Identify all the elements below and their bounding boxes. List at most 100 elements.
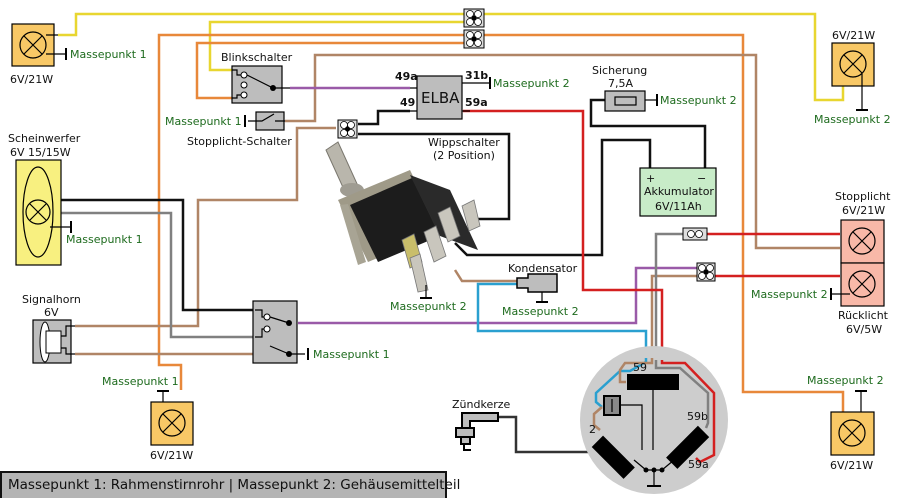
- elba: ELBA 49a 49 31b 59a Massepunkt 2: [395, 69, 570, 120]
- ground-label: Massepunkt 2: [807, 374, 884, 387]
- coil-2-icon: [591, 435, 635, 479]
- component-label: Scheinwerfer: [8, 132, 81, 145]
- wire-orange-rear-left: [157, 33, 468, 390]
- pin-label: 31b: [465, 69, 488, 82]
- pin-label: 59a: [465, 96, 488, 109]
- lichtschalter: Massepunkt 1: [252, 300, 390, 364]
- lamp-icon: [838, 419, 866, 447]
- pin-label: 2: [589, 423, 596, 436]
- fuse-icon: [614, 96, 637, 106]
- blinkschalter: Blinkschalter: [221, 51, 293, 104]
- rating-label: 7,5A: [608, 77, 633, 90]
- ground-label: Massepunkt 1: [165, 115, 242, 128]
- ground-label: Massepunkt 2: [751, 288, 828, 301]
- wire-grey-headlight: [52, 211, 255, 339]
- lamp-icon: [848, 227, 876, 255]
- lichtmaschine: 59 2 59b 59a: [580, 346, 728, 494]
- lamp-icon: [839, 50, 867, 78]
- component-label: Signalhorn: [22, 293, 81, 306]
- wire-yellow-blinkschalter: [208, 20, 468, 72]
- stopplicht: Stopplicht 6V/21W: [835, 190, 891, 264]
- component-label: ELBA: [421, 89, 460, 107]
- zuendkerze: Zündkerze: [452, 398, 511, 451]
- blinker-rear-left: Massepunkt 1 6V/21W: [102, 375, 194, 462]
- connector-double-stopplicht: [682, 227, 708, 241]
- stopplicht-schalter: Massepunkt 1 Stopplicht-Schalter: [165, 111, 292, 148]
- capacitor-icon: [516, 273, 558, 293]
- wire-blue-kondensator: [476, 282, 648, 358]
- component-label: Wippschalter: [428, 136, 500, 149]
- signalhorn: Signalhorn 6V: [22, 293, 81, 364]
- wire-purple-lichtschalter: [298, 266, 697, 325]
- wire-brown-kondensator: [453, 269, 517, 283]
- ground-label: Massepunkt 2: [493, 77, 570, 90]
- akkumulator: + − Akkumulator 6V/11Ah: [639, 167, 717, 217]
- spark-plug-icon: [455, 412, 499, 451]
- coil-59-icon: [627, 374, 679, 390]
- component-label: Kondensator: [508, 262, 578, 275]
- wire-brown-ruecklicht: [650, 274, 697, 358]
- lamp-icon: [19, 31, 47, 59]
- rating-label: 6V/21W: [830, 459, 873, 472]
- pin-label: 49: [400, 96, 415, 109]
- ground-label: Massepunkt 2: [814, 113, 891, 126]
- wire-grey-stopplicht: [654, 232, 683, 360]
- connector-quad-top-2: [463, 29, 485, 49]
- blinker-front-left: Massepunkt 1 6V/21W: [10, 23, 147, 86]
- wire-black-battery-fuse: [589, 98, 707, 170]
- blinker-front-right: 6V/21W Massepunkt 2: [814, 29, 891, 126]
- ground-label: Massepunkt 2: [502, 305, 579, 318]
- wire-red-elba-59a: [463, 109, 664, 360]
- battery-minus: −: [697, 172, 706, 185]
- lamp-icon: [158, 409, 186, 437]
- wires: [52, 12, 845, 454]
- pin-label: 59: [633, 361, 647, 374]
- status-bar: Massepunkt 1: Rahmenstirnrohr | Massepun…: [0, 471, 460, 498]
- wippschalter: Wippschalter (2 Position) Massepunkt 2: [325, 136, 500, 313]
- component-label: Rücklicht: [838, 309, 889, 322]
- component-label: Akkumulator: [644, 185, 714, 198]
- horn-icon: [39, 321, 75, 363]
- wire-black-headlight: [52, 198, 255, 312]
- wire-brown-stopplicht: [285, 53, 840, 250]
- component-sublabel: (2 Position): [433, 149, 495, 162]
- rating-label: 6V/21W: [842, 204, 885, 217]
- ground-label: Massepunkt 1: [70, 48, 147, 61]
- pin-label: 59b: [687, 410, 708, 423]
- wire-brown-horn: [75, 126, 336, 328]
- pin-label: 49a: [395, 70, 418, 83]
- blinker-rear-right: Massepunkt 2 6V/21W: [807, 374, 884, 472]
- wire-black-elba-49: [358, 109, 410, 126]
- scheinwerfer: Scheinwerfer 6V 15/15W Massepunkt 1: [8, 132, 143, 266]
- sicherung: Sicherung 7,5A Massepunkt 2: [592, 64, 737, 112]
- wire-orange-rear-right: [484, 33, 845, 412]
- connector-quad-right: [696, 262, 716, 282]
- ground-label: Massepunkt 1: [102, 375, 179, 388]
- component-label: Zündkerze: [452, 398, 511, 411]
- rating-label: 6V/21W: [150, 449, 193, 462]
- rating-label: 6V/11Ah: [655, 200, 702, 213]
- kondensator: Kondensator Massepunkt 2: [502, 262, 579, 318]
- battery-plus: +: [646, 172, 655, 185]
- component-label: Sicherung: [592, 64, 647, 77]
- wire-yellow-front-right: [484, 12, 845, 102]
- pin-label: 59a: [688, 458, 709, 471]
- component-label: Stopplicht: [835, 190, 891, 203]
- ground-label: Massepunkt 1: [66, 233, 143, 246]
- rating-label: 6V: [44, 306, 59, 319]
- rating-label: 6V 15/15W: [10, 146, 71, 159]
- wire-black-wippschalter: [358, 132, 511, 221]
- coil-59b-icon: [666, 425, 710, 469]
- wire-black-battery-plus: [454, 138, 652, 257]
- lamp-icon: [25, 199, 51, 225]
- ground-label: Massepunkt 2: [390, 300, 467, 313]
- toggle-switch-icon: [325, 141, 481, 293]
- connector-quad-top-1: [463, 8, 485, 28]
- component-label: Stopplicht-Schalter: [187, 135, 292, 148]
- rating-label: 6V/21W: [832, 29, 875, 42]
- wire-orange-blinkschalter: [195, 41, 468, 100]
- lamp-icon: [848, 270, 876, 298]
- wire-zuendkerze-ht: [498, 415, 614, 454]
- ground-label: Massepunkt 2: [660, 94, 737, 107]
